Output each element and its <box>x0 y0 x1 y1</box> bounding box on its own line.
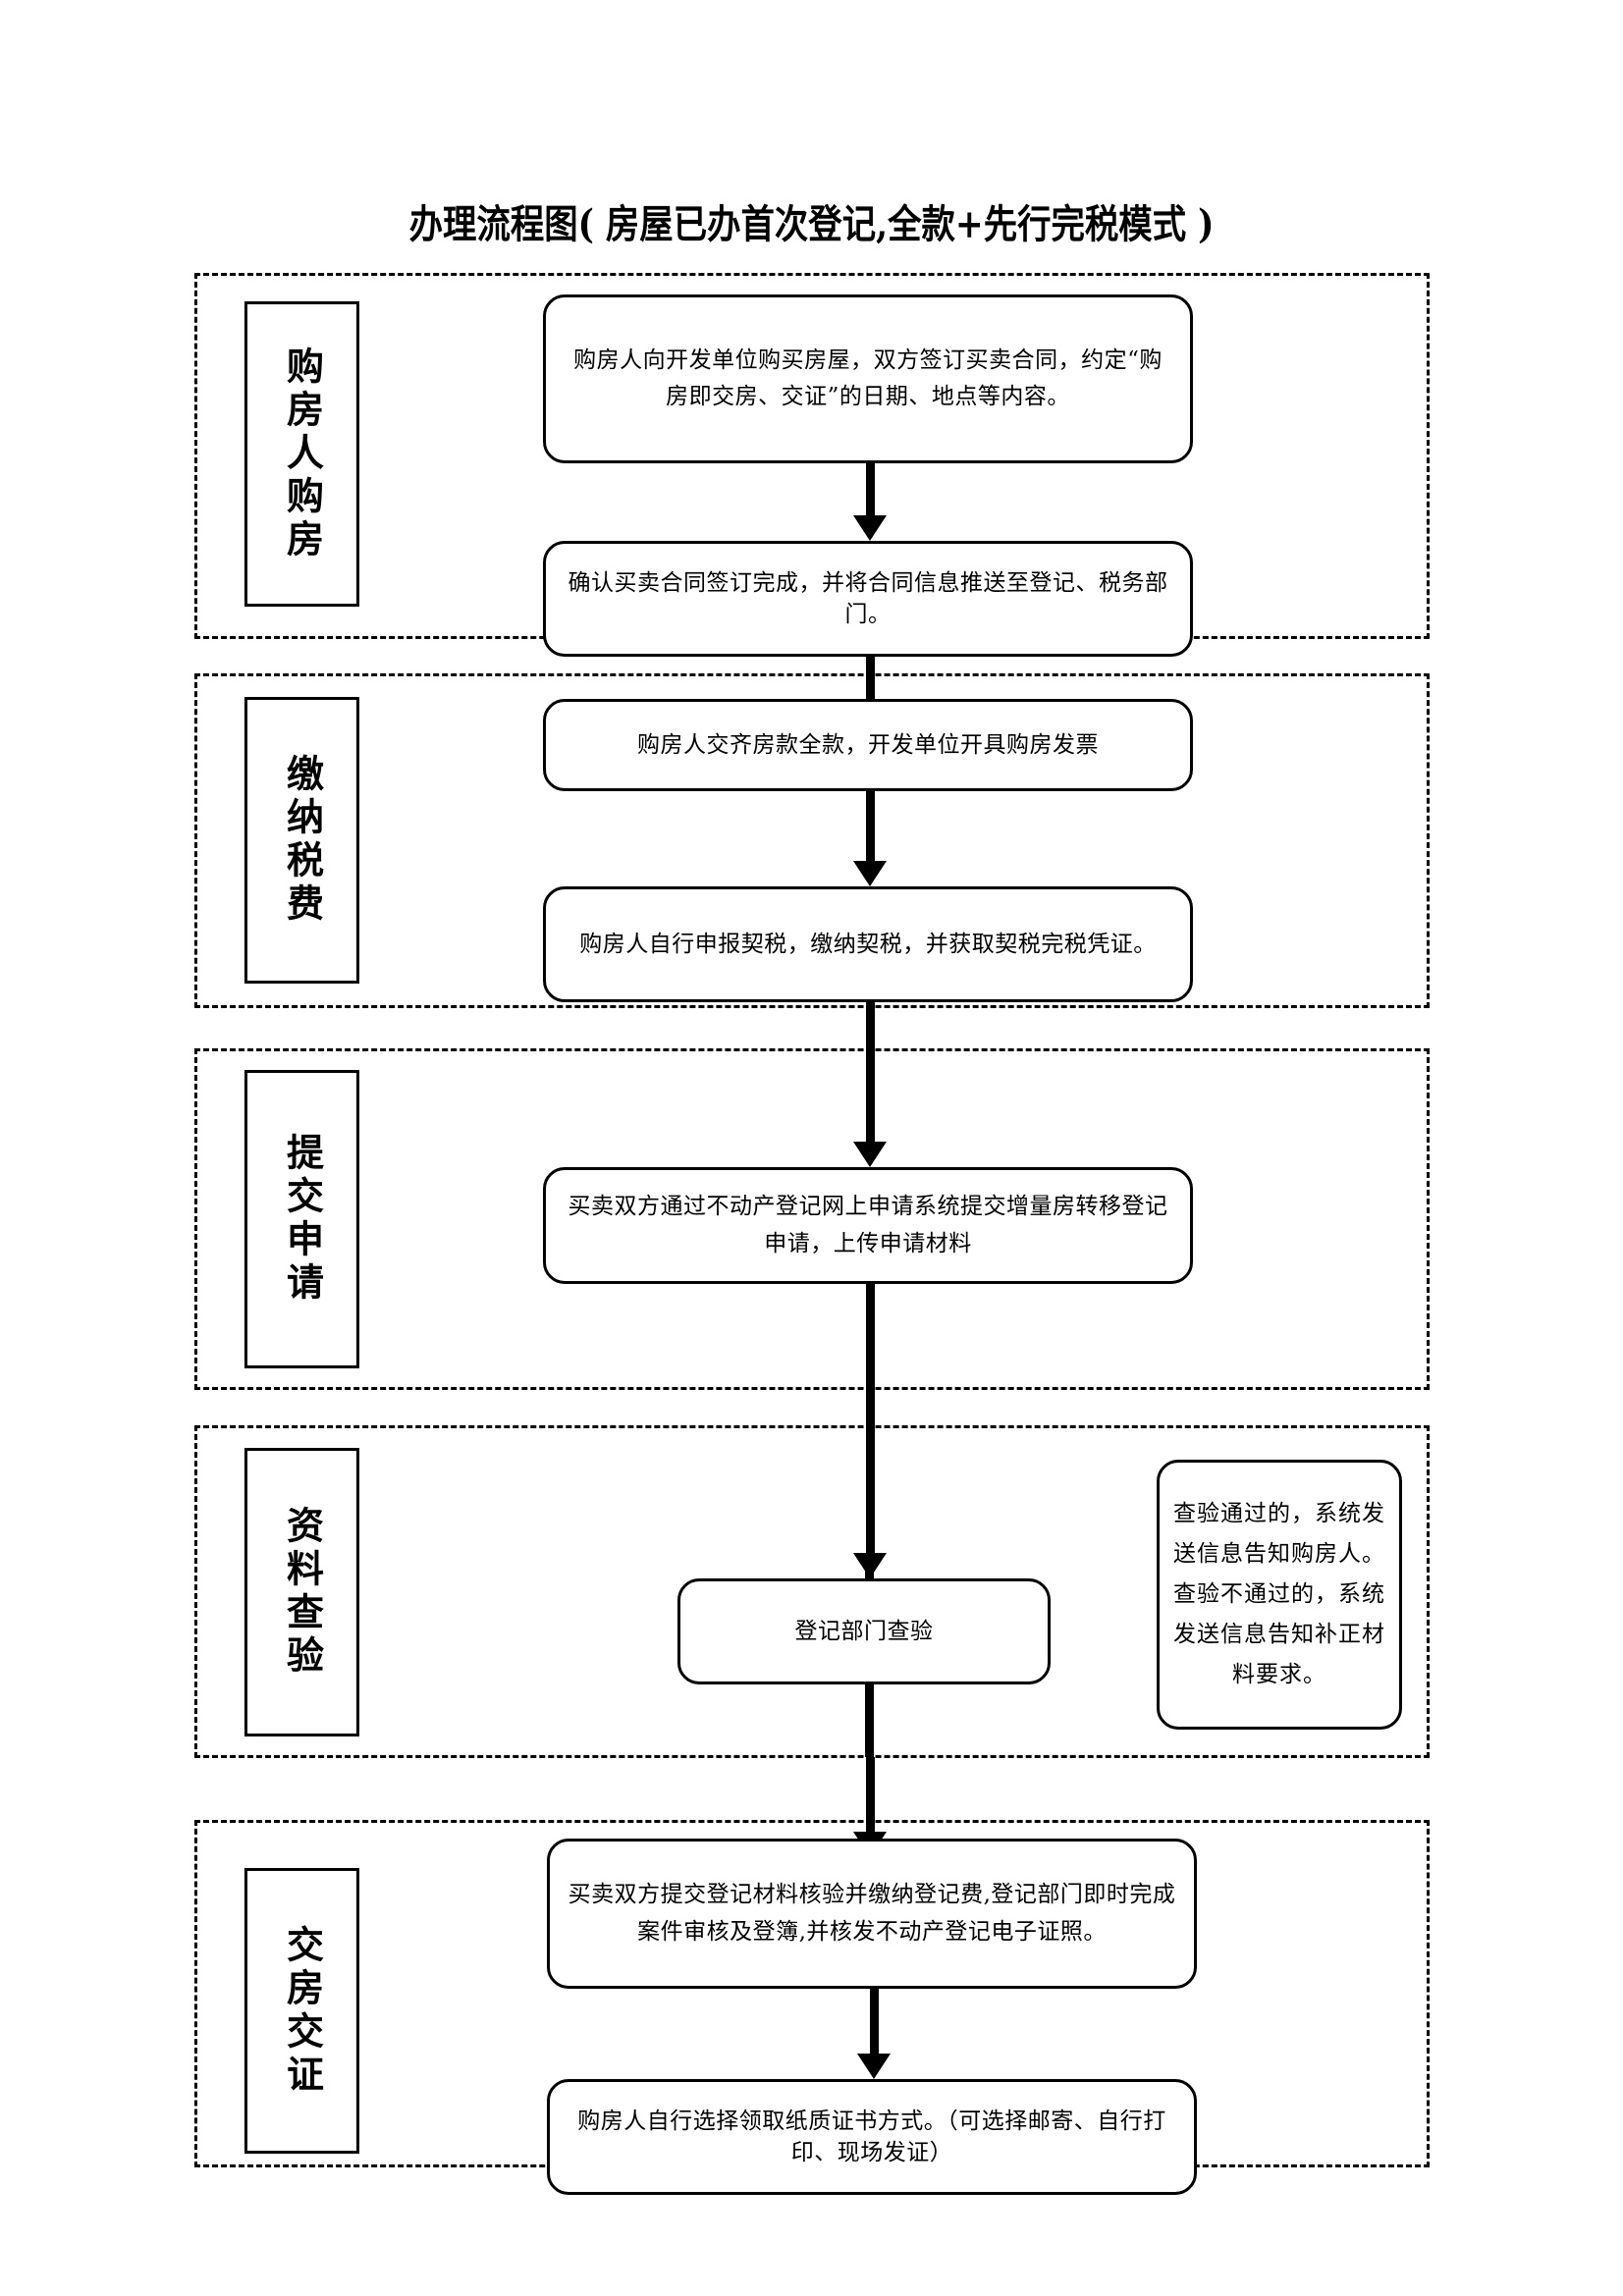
phase-band-4 <box>194 1425 1430 1758</box>
phase-label-box-1: 购房人购房 <box>244 301 359 607</box>
connector-arrow-3 <box>556 791 1184 886</box>
process-box-1-2-text: 确认买卖合同签订完成，并将合同信息推送至登记、税务部门。 <box>568 569 1168 627</box>
process-box-3-1[interactable]: 买卖双方通过不动产登记网上申请系统提交增量房转移登记申请，上传申请材料 <box>543 1167 1193 1284</box>
phase-band-3 <box>194 1048 1430 1390</box>
process-box-5-2[interactable]: 购房人自行选择领取纸质证书方式。（可选择邮寄、自行打印、现场发证） <box>547 2079 1197 2195</box>
phase-label-box-2: 缴纳税费 <box>244 697 359 984</box>
phase-label-text-5: 交房交证 <box>280 1924 324 2098</box>
process-box-3-1-text: 买卖双方通过不动产登记网上申请系统提交增量房转移登记申请，上传申请材料 <box>568 1194 1168 1256</box>
phase-label-text-4: 资料查验 <box>280 1506 324 1679</box>
process-box-2-2-text: 购房人自行申报契税，缴纳契税，并获取契税完税凭证。 <box>579 931 1157 957</box>
connector-arrow-1 <box>556 463 1184 541</box>
phase-label-text-2: 缴纳税费 <box>280 754 324 927</box>
page-title: 办理流程图( 房屋已办首次登记,全款+先行完税模式 ) <box>408 201 1215 247</box>
connector-arrow-4 <box>556 1002 1184 1167</box>
note-box-verification: 查验通过的，系统发送信息告知购房人。查验不通过的，系统发送信息告知补正材料要求。 <box>1157 1460 1402 1730</box>
note-box-verification-text: 查验通过的，系统发送信息告知购房人。查验不通过的，系统发送信息告知补正材料要求。 <box>1173 1501 1385 1687</box>
process-box-4-1[interactable]: 登记部门查验 <box>677 1578 1051 1684</box>
phase-label-box-3: 提交申请 <box>244 1070 359 1368</box>
process-box-2-1[interactable]: 购房人交齐房款全款，开发单位开具购房发票 <box>543 699 1193 791</box>
process-box-5-1[interactable]: 买卖双方提交登记材料核验并缴纳登记费,登记部门即时完成案件审核及登簿,并核发不动… <box>547 1839 1197 1989</box>
phase-label-box-5: 交房交证 <box>244 1868 359 2154</box>
process-box-1-1-text: 购房人向开发单位购买房屋，双方签订买卖合同，约定“购房即交房、交证”的日期、地点… <box>573 347 1163 409</box>
phase-label-text-1: 购房人购房 <box>280 346 324 562</box>
connector-arrow-7 <box>560 1989 1188 2079</box>
process-box-4-1-text: 登记部门查验 <box>794 1618 934 1644</box>
phase-label-box-4: 资料查验 <box>244 1448 359 1736</box>
process-box-5-2-text: 购房人自行选择领取纸质证书方式。（可选择邮寄、自行打印、现场发证） <box>577 2108 1166 2165</box>
process-box-2-1-text: 购房人交齐房款全款，开发单位开具购房发票 <box>637 731 1099 758</box>
process-box-5-1-text: 买卖双方提交登记材料核验并缴纳登记费,登记部门即时完成案件审核及登簿,并核发不动… <box>568 1882 1176 1945</box>
process-box-2-2[interactable]: 购房人自行申报契税，缴纳契税，并获取契税完税凭证。 <box>543 886 1193 1002</box>
phase-label-text-3: 提交申请 <box>280 1133 324 1306</box>
connector-arrow-5 <box>556 1284 1184 1578</box>
process-box-1-1[interactable]: 购房人向开发单位购买房屋，双方签订买卖合同，约定“购房即交房、交证”的日期、地点… <box>543 294 1193 463</box>
process-box-1-2[interactable]: 确认买卖合同签订完成，并将合同信息推送至登记、税务部门。 <box>543 541 1193 657</box>
phase-band-2 <box>194 673 1430 1008</box>
